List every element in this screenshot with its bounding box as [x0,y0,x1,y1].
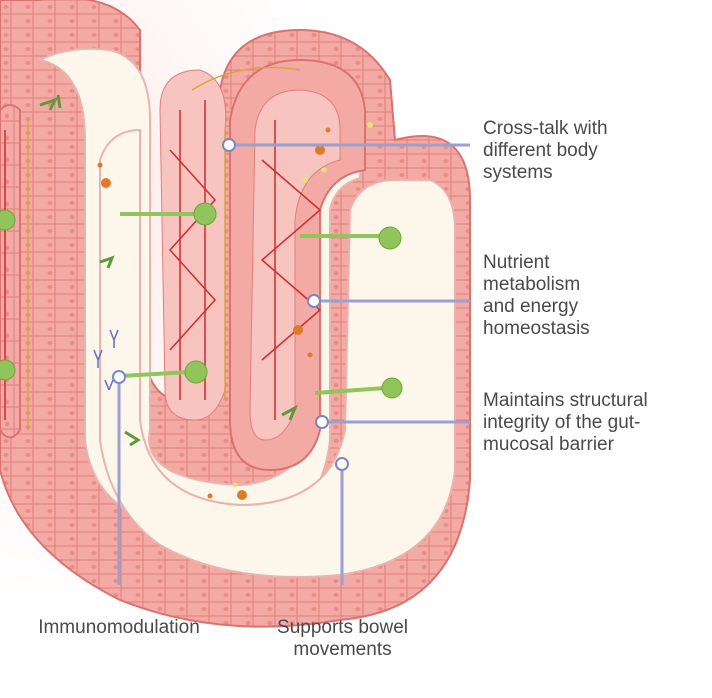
label-bowel-movements: Supports bowel movements [250,617,435,661]
label-immunomodulation: Immunomodulation [14,617,224,639]
callout-marker-bowel [336,458,348,470]
left-villus [0,105,20,438]
label-structural-integrity: Maintains structural integrity of the gu… [483,390,648,456]
callout-marker-nutrient [308,295,320,307]
label-nutrient-metabolism: Nutrient metabolism and energy homeostas… [483,252,590,340]
label-cross-talk: Cross-talk with different body systems [483,118,608,184]
callout-marker-cross-talk [223,139,235,151]
callout-marker-immunomodulation [113,371,125,383]
callout-marker-integrity [316,416,328,428]
